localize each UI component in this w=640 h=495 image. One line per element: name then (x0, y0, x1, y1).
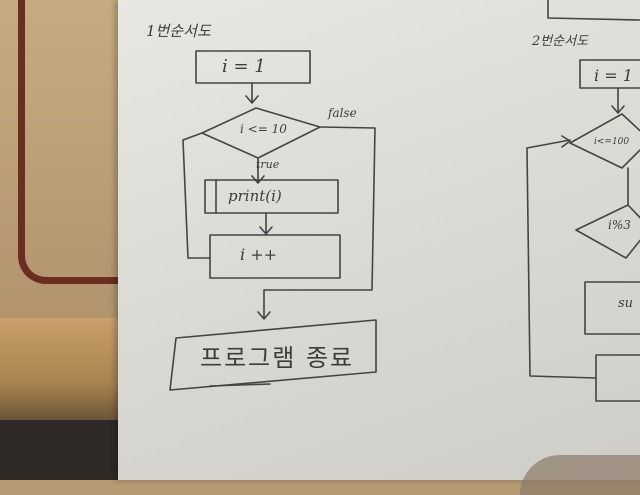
print-label: print(i) (228, 187, 282, 205)
flowchart-1-heading: 1번순서도 (146, 22, 211, 40)
condition-label: i <= 10 (240, 122, 287, 136)
wood-ledge (0, 318, 130, 428)
flowchart-2-heading: 2번순서도 (532, 34, 589, 49)
increment-box (209, 234, 341, 279)
top-right-box-edge (547, 0, 640, 21)
right-incr-box (595, 354, 640, 402)
init-label: i = 1 (222, 56, 266, 77)
loop-back-line (182, 132, 211, 259)
increment-label: i ++ (240, 245, 278, 264)
flowchart-drawing (169, 0, 640, 402)
right-sum-box (584, 281, 640, 335)
end-box (169, 319, 377, 391)
right-init-box (579, 59, 640, 89)
right-arrow-init (611, 87, 625, 114)
init-box (195, 50, 311, 84)
right-condition-label: i<=100 (594, 137, 630, 147)
right-sum-label: su (618, 296, 634, 311)
paper-sheet (118, 0, 640, 480)
arrow-init-to-cond (245, 82, 259, 104)
arrow-print-to-incr (259, 212, 273, 235)
right-mod-diamond (575, 204, 640, 259)
right-condition-diamond (569, 113, 640, 169)
false-label: false (328, 106, 357, 120)
end-underline (209, 383, 271, 387)
right-init-label: i = 1 (594, 66, 633, 85)
true-label: true (256, 158, 280, 171)
dark-floor (0, 420, 130, 480)
cardboard-edge (18, 0, 145, 284)
arrow-to-end (257, 289, 271, 320)
arrow-cond-to-print (251, 157, 265, 184)
right-loop-line (526, 135, 597, 379)
false-branch-line (263, 126, 376, 291)
end-label: 프로그램 종료 (200, 344, 355, 372)
print-box (204, 179, 339, 214)
right-mod-label: i%3 (608, 218, 631, 232)
